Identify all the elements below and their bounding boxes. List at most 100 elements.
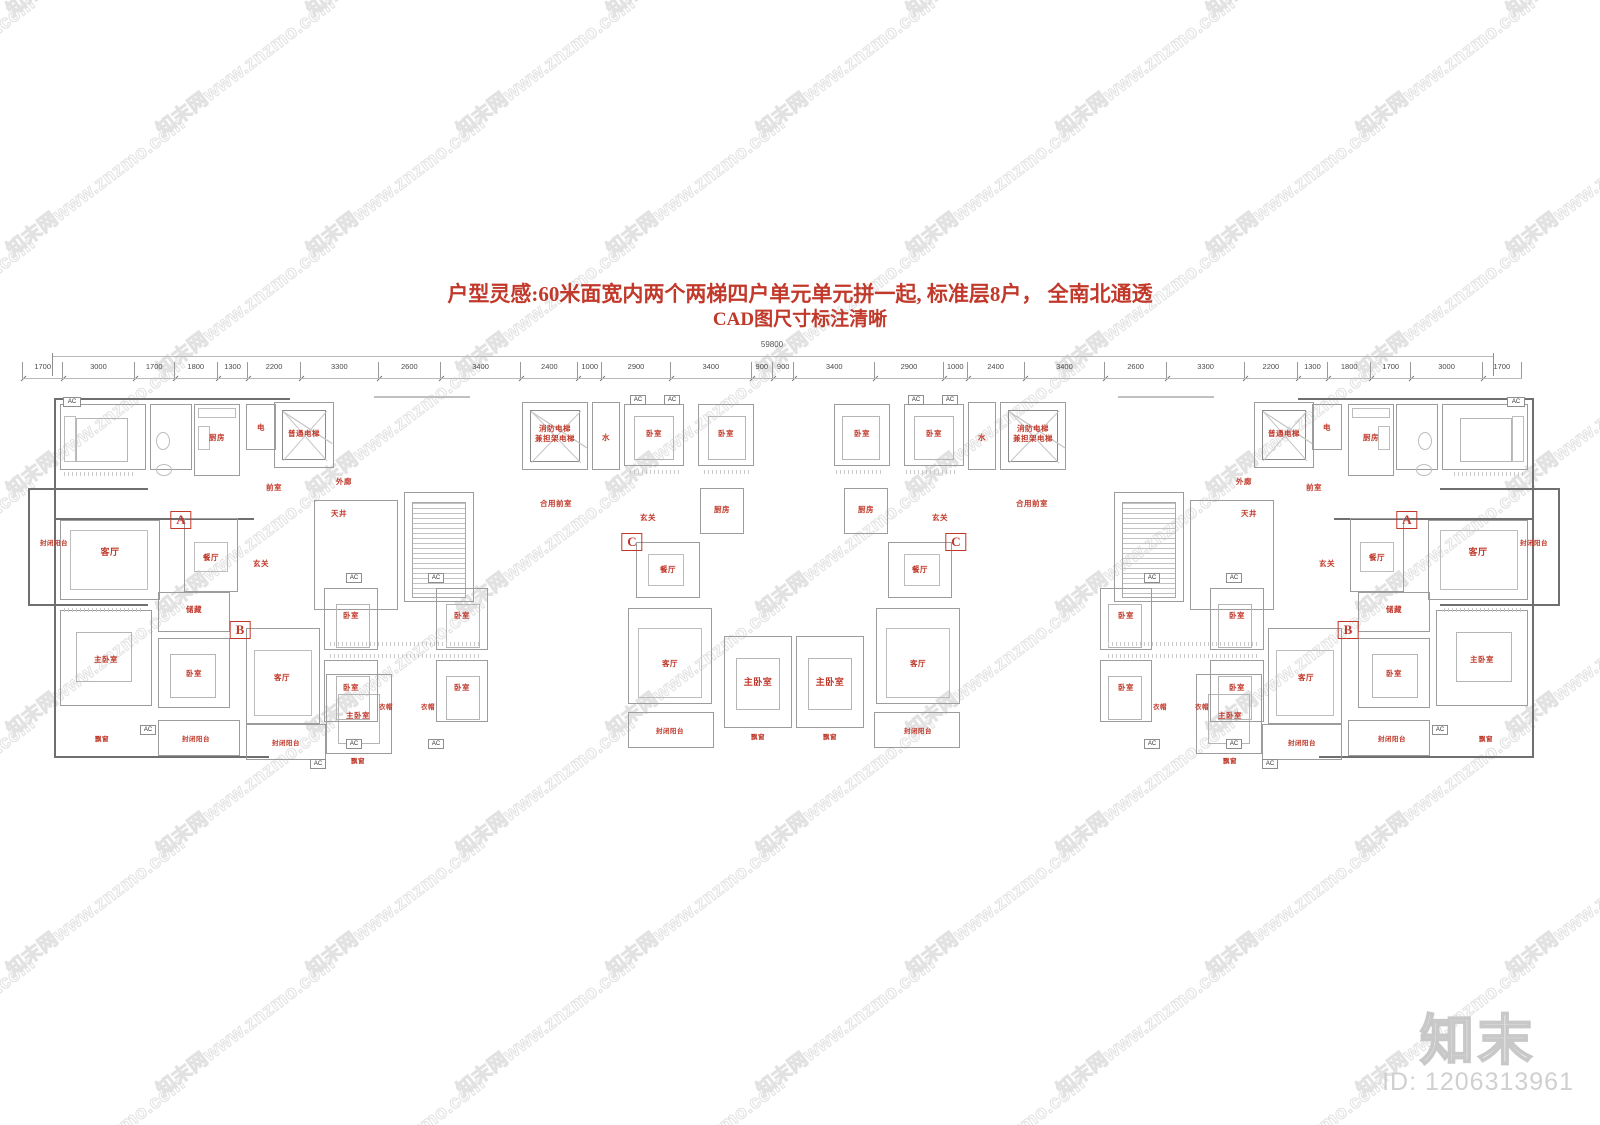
watermark-text: 知末网www.znzmo.com	[453, 0, 640, 141]
foyer-label: 玄关	[932, 513, 948, 522]
enclosed-balcony-label: 封闭阳台	[1378, 736, 1406, 743]
dimension-segment: 2200	[1242, 362, 1296, 382]
light-well-room	[1190, 500, 1274, 610]
window-hatch	[630, 470, 682, 474]
basin	[1416, 464, 1432, 476]
watermark-text: 知末网www.znzmo.com	[1053, 0, 1240, 141]
electric-shaft-room	[1312, 404, 1342, 450]
watermark-text: 知末网www.znzmo.com	[900, 0, 1090, 22]
dining-room-label: 餐厅	[1369, 553, 1385, 562]
dimension-segment: 1800	[172, 362, 217, 382]
ac-platform-label: AC	[428, 573, 444, 583]
staircase	[1122, 502, 1176, 598]
watermark-text: 知末网www.znzmo.com	[603, 833, 790, 982]
foyer-label: 玄关	[1319, 559, 1335, 568]
ac-platform-label: AC	[1144, 739, 1160, 749]
shared-vestibule-label: 合用前室	[540, 499, 572, 508]
dining-table	[648, 554, 684, 586]
drawing-id-label: ID: 1206313961	[1382, 1068, 1574, 1096]
enclosed-balcony-label: 封闭阳台	[656, 728, 684, 735]
bed-furniture	[170, 654, 216, 698]
balcony-wall-bottom	[1440, 604, 1560, 606]
dimension-segment: 3300	[298, 362, 378, 382]
living-room-label: 客厅	[1468, 547, 1488, 557]
bay-window-label: 飘窗	[95, 736, 109, 743]
bed-furniture	[1218, 604, 1252, 648]
watermark-text: 知末网www.znzmo.com	[453, 953, 640, 1102]
foyer-label: 玄关	[253, 559, 269, 568]
fire-elevator-label: 消防电梯兼担架电梯	[1013, 424, 1053, 444]
watermark-text: 知末网www.znzmo.com	[600, 1069, 790, 1125]
living-room	[60, 520, 160, 600]
kitchen-room	[700, 488, 744, 534]
dimension-value: 2200	[1262, 362, 1280, 371]
dining-room-label: 餐厅	[912, 565, 928, 574]
light-well-label: 天井	[331, 509, 347, 518]
bedroom-label: 卧室	[1118, 683, 1134, 692]
total-dimension-label: 59800	[760, 340, 784, 349]
dimension-value: 3400	[1056, 362, 1073, 371]
corridor-edge	[374, 396, 470, 398]
shared-vestibule-label: 合用前室	[1016, 499, 1048, 508]
room-label-line: 消防电梯	[1017, 424, 1049, 433]
dining-room	[636, 542, 700, 598]
master-bedroom-room	[724, 636, 792, 728]
site-logo-block: 知末 ID: 1206313961	[1382, 1010, 1574, 1097]
exterior-wall-left-lower	[54, 518, 56, 758]
dining-table	[904, 554, 940, 586]
bedroom-room	[1100, 588, 1152, 650]
dimension-value: 1700	[1382, 362, 1400, 371]
room-label-line: 普通电梯	[288, 429, 320, 438]
vestibule-label: 前室	[1306, 483, 1322, 492]
brand-logo: 知末	[1419, 1010, 1537, 1072]
watermark-text: 知末网www.znzmo.com	[0, 1069, 190, 1125]
closet-label: 衣帽	[1153, 704, 1167, 711]
bedroom-label: 卧室	[1118, 611, 1134, 620]
bay-window-label: 飘窗	[751, 734, 765, 741]
room-label-line: 兼担架电梯	[535, 434, 575, 443]
enclosed-balcony-room	[158, 720, 240, 756]
dimension-segment: 1300	[215, 362, 248, 382]
bedroom-label: 卧室	[1229, 611, 1245, 620]
living-room-label: 客厅	[662, 659, 678, 668]
living-room	[1268, 628, 1342, 724]
sofa-set	[886, 628, 950, 698]
kitchen-label: 厨房	[714, 505, 730, 514]
room-label-line: 兼担架电梯	[1013, 434, 1053, 443]
room-label-line: 消防电梯	[539, 424, 571, 433]
watermark-text: 知末网www.znzmo.com	[900, 1069, 1090, 1125]
bedroom-label: 卧室	[646, 429, 662, 438]
living-room-label: 客厅	[910, 659, 926, 668]
bedroom-room	[324, 660, 378, 722]
bedroom-room	[904, 404, 964, 466]
bedroom-label: 卧室	[1229, 683, 1245, 692]
bathroom-room	[1396, 404, 1438, 470]
kitchen-room	[194, 404, 240, 476]
bay-window-label: 飘窗	[1223, 758, 1237, 765]
bed-furniture	[1108, 676, 1142, 720]
stair-enclosure	[1114, 492, 1184, 602]
bed-furniture	[1372, 654, 1418, 698]
watermark-text: 知末网www.znzmo.com	[303, 113, 490, 262]
normal-elevator-shaft	[274, 402, 334, 468]
window-hatch	[1454, 472, 1524, 476]
enclosed-balcony-label: 封闭阳台	[904, 728, 932, 735]
stair-enclosure	[404, 492, 474, 602]
enclosed-balcony-label: 封闭阳台	[1288, 740, 1316, 747]
dimension-value: 1300	[224, 362, 241, 371]
dimension-segment: 1800	[1326, 362, 1370, 382]
kitchen-label: 厨房	[1363, 433, 1379, 442]
bed-furniture	[446, 676, 480, 720]
living-room-label: 客厅	[274, 673, 290, 682]
watermark-text: 知末网www.znzmo.com	[153, 0, 340, 141]
bed-furniture	[76, 632, 132, 682]
ac-platform-label: AC	[664, 395, 680, 405]
ac-platform-label: AC	[1226, 739, 1242, 749]
enclosed-balcony-room	[628, 712, 714, 748]
window-hatch	[330, 642, 480, 646]
water-shaft-label: 水	[602, 433, 610, 442]
dimension-segment: 3400	[792, 362, 874, 382]
dimension-value: 1000	[581, 362, 599, 371]
enclosed-balcony-room	[1348, 720, 1430, 756]
dimension-segment: 2600	[1102, 362, 1166, 382]
